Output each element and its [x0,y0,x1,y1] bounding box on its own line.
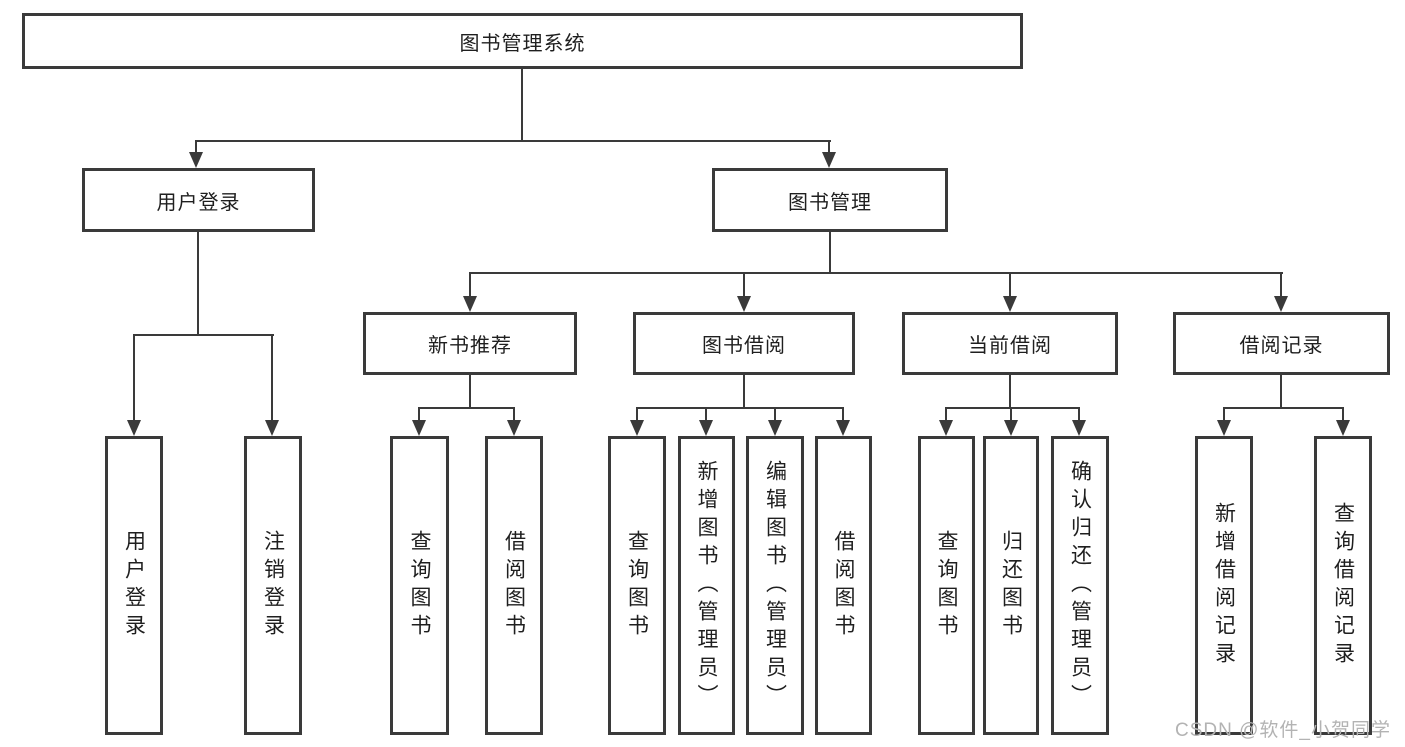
leaf-records-add-label: 新增借阅记录 [1212,501,1236,670]
connector-newbooks-split [418,407,515,409]
leaf-current-query: 查询图书 [918,436,975,735]
connector-login-split [133,334,274,336]
leaf-current-return: 归还图书 [983,436,1039,735]
node-new-books: 新书推荐 [363,312,577,375]
leaf-newbooks-query-label: 查询图书 [408,529,431,642]
node-current-borrow-label: 当前借阅 [968,335,1052,357]
arrow-to-borrow-records [1274,272,1288,312]
leaf-borrow-edit: 编辑图书（管理员） [746,436,804,735]
arrow-to-user-login [189,140,203,168]
node-book-mgmt-label: 图书管理 [788,191,872,214]
arrow-records-leaf-1 [1217,407,1231,436]
connector-borrow-stem [743,375,745,409]
connector-newbooks-stem [469,375,471,409]
arrow-borrow-leaf-1 [630,407,644,436]
leaf-records-query: 查询借阅记录 [1314,436,1372,735]
node-borrow-records: 借阅记录 [1173,312,1390,375]
csdn-watermark: CSDN @软件_小贺同学 [1175,720,1391,741]
node-borrow-records-label: 借阅记录 [1239,335,1324,357]
node-book-mgmt: 图书管理 [712,168,948,232]
node-current-borrow: 当前借阅 [902,312,1118,375]
connector-records-split [1223,407,1344,409]
connector-mgmt-split [469,272,1283,274]
leaf-user-login-label: 用户登录 [122,529,146,642]
leaf-borrow-borrow-label: 借阅图书 [832,529,855,642]
connector-root-split [195,140,831,142]
arrow-newbooks-leaf-2 [507,407,521,436]
arrow-to-book-borrow [737,272,751,312]
leaf-current-return-label: 归还图书 [999,529,1023,642]
arrow-borrow-leaf-4 [836,407,850,436]
connector-borrow-split [636,407,844,409]
arrow-records-leaf-2 [1336,407,1350,436]
node-root-label: 图书管理系统 [459,32,586,55]
arrow-to-current-borrow [1003,272,1017,312]
arrow-current-leaf-1 [939,407,953,436]
node-book-borrow: 图书借阅 [633,312,855,375]
connector-current-stem [1009,375,1011,409]
arrow-to-leaf-login [127,334,141,436]
leaf-records-add: 新增借阅记录 [1195,436,1253,735]
connector-login-stem [197,232,199,336]
arrow-current-leaf-2 [1004,407,1018,436]
leaf-current-query-label: 查询图书 [935,529,958,642]
leaf-current-confirm: 确认归还（管理员） [1051,436,1109,735]
leaf-newbooks-borrow: 借阅图书 [485,436,543,735]
node-new-books-label: 新书推荐 [428,335,512,357]
leaf-newbooks-query: 查询图书 [390,436,449,735]
leaf-current-confirm-label: 确认归还（管理员） [1068,459,1092,712]
leaf-borrow-add: 新增图书（管理员） [678,436,735,735]
leaf-borrow-query-label: 查询图书 [625,529,649,642]
connector-mgmt-stem [829,232,831,274]
node-root-system: 图书管理系统 [22,13,1023,69]
node-book-borrow-label: 图书借阅 [702,335,786,357]
leaf-newbooks-borrow-label: 借阅图书 [502,529,526,642]
arrow-borrow-leaf-3 [768,407,782,436]
leaf-logout: 注销登录 [244,436,302,735]
connector-current-split [945,407,1080,409]
arrow-current-leaf-3 [1072,407,1086,436]
arrow-to-book-mgmt [822,140,836,168]
node-user-login-label: 用户登录 [156,191,241,214]
connector-records-stem [1280,375,1282,409]
leaf-borrow-add-label: 新增图书（管理员） [695,459,718,712]
leaf-borrow-edit-label: 编辑图书（管理员） [763,459,787,712]
leaf-borrow-borrow: 借阅图书 [815,436,872,735]
arrow-to-leaf-logout [265,334,279,436]
connector-root-stem [521,69,523,141]
leaf-user-login: 用户登录 [105,436,163,735]
leaf-logout-label: 注销登录 [261,529,285,642]
leaf-borrow-query: 查询图书 [608,436,666,735]
node-user-login: 用户登录 [82,168,315,232]
leaf-records-query-label: 查询借阅记录 [1331,501,1355,670]
arrow-to-new-books [463,272,477,312]
arrow-newbooks-leaf-1 [412,407,426,436]
arrow-borrow-leaf-2 [699,407,713,436]
